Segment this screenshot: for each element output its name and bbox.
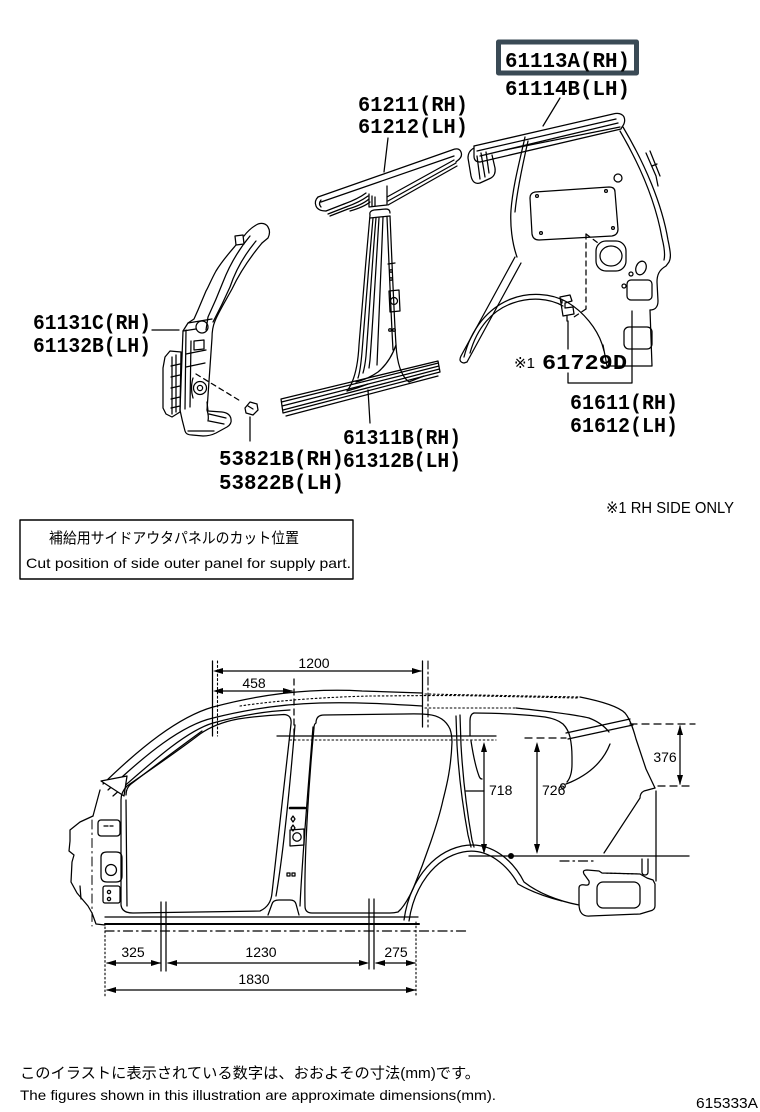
svg-text:61113A(RH): 61113A(RH) (505, 51, 630, 74)
svg-text:61114B(LH): 61114B(LH) (505, 79, 630, 102)
svg-text:61211(RH): 61211(RH) (358, 95, 468, 118)
svg-text:1200: 1200 (298, 655, 329, 671)
svg-text:61312B(LH): 61312B(LH) (343, 451, 461, 474)
svg-text:61131C(RH): 61131C(RH) (33, 313, 151, 336)
svg-text:458: 458 (242, 675, 266, 691)
svg-text:275: 275 (384, 944, 408, 960)
svg-text:53822B(LH): 53822B(LH) (219, 473, 344, 496)
svg-text:325: 325 (121, 944, 145, 960)
svg-text:※1 RH SIDE ONLY: ※1 RH SIDE ONLY (606, 500, 734, 517)
svg-text:61132B(LH): 61132B(LH) (33, 336, 151, 359)
svg-text:61611(RH): 61611(RH) (570, 393, 678, 416)
svg-text:61311B(RH): 61311B(RH) (343, 428, 461, 451)
svg-text:376: 376 (653, 749, 677, 765)
svg-text:718: 718 (489, 782, 513, 798)
svg-text:726: 726 (542, 782, 566, 798)
svg-text:1230: 1230 (245, 944, 276, 960)
svg-text:The figures shown in this illu: The figures shown in this illustration a… (20, 1087, 496, 1103)
svg-text:615333A: 615333A (696, 1096, 758, 1112)
svg-text:Cut position of side outer pan: Cut position of side outer panel for sup… (26, 555, 351, 571)
svg-text:61612(LH): 61612(LH) (570, 416, 678, 439)
svg-text:61212(LH): 61212(LH) (358, 117, 468, 140)
svg-text:61729D: 61729D (542, 353, 627, 376)
svg-text:1830: 1830 (238, 971, 269, 987)
svg-text:※1: ※1 (514, 355, 535, 372)
svg-text:53821B(RH): 53821B(RH) (219, 449, 344, 472)
svg-text:補給用サイドアウタパネルのカット位置: 補給用サイドアウタパネルのカット位置 (49, 530, 299, 547)
svg-text:このイラストに表示されている数字は、おおよその寸法(mm)で: このイラストに表示されている数字は、おおよその寸法(mm)です。 (20, 1065, 480, 1082)
